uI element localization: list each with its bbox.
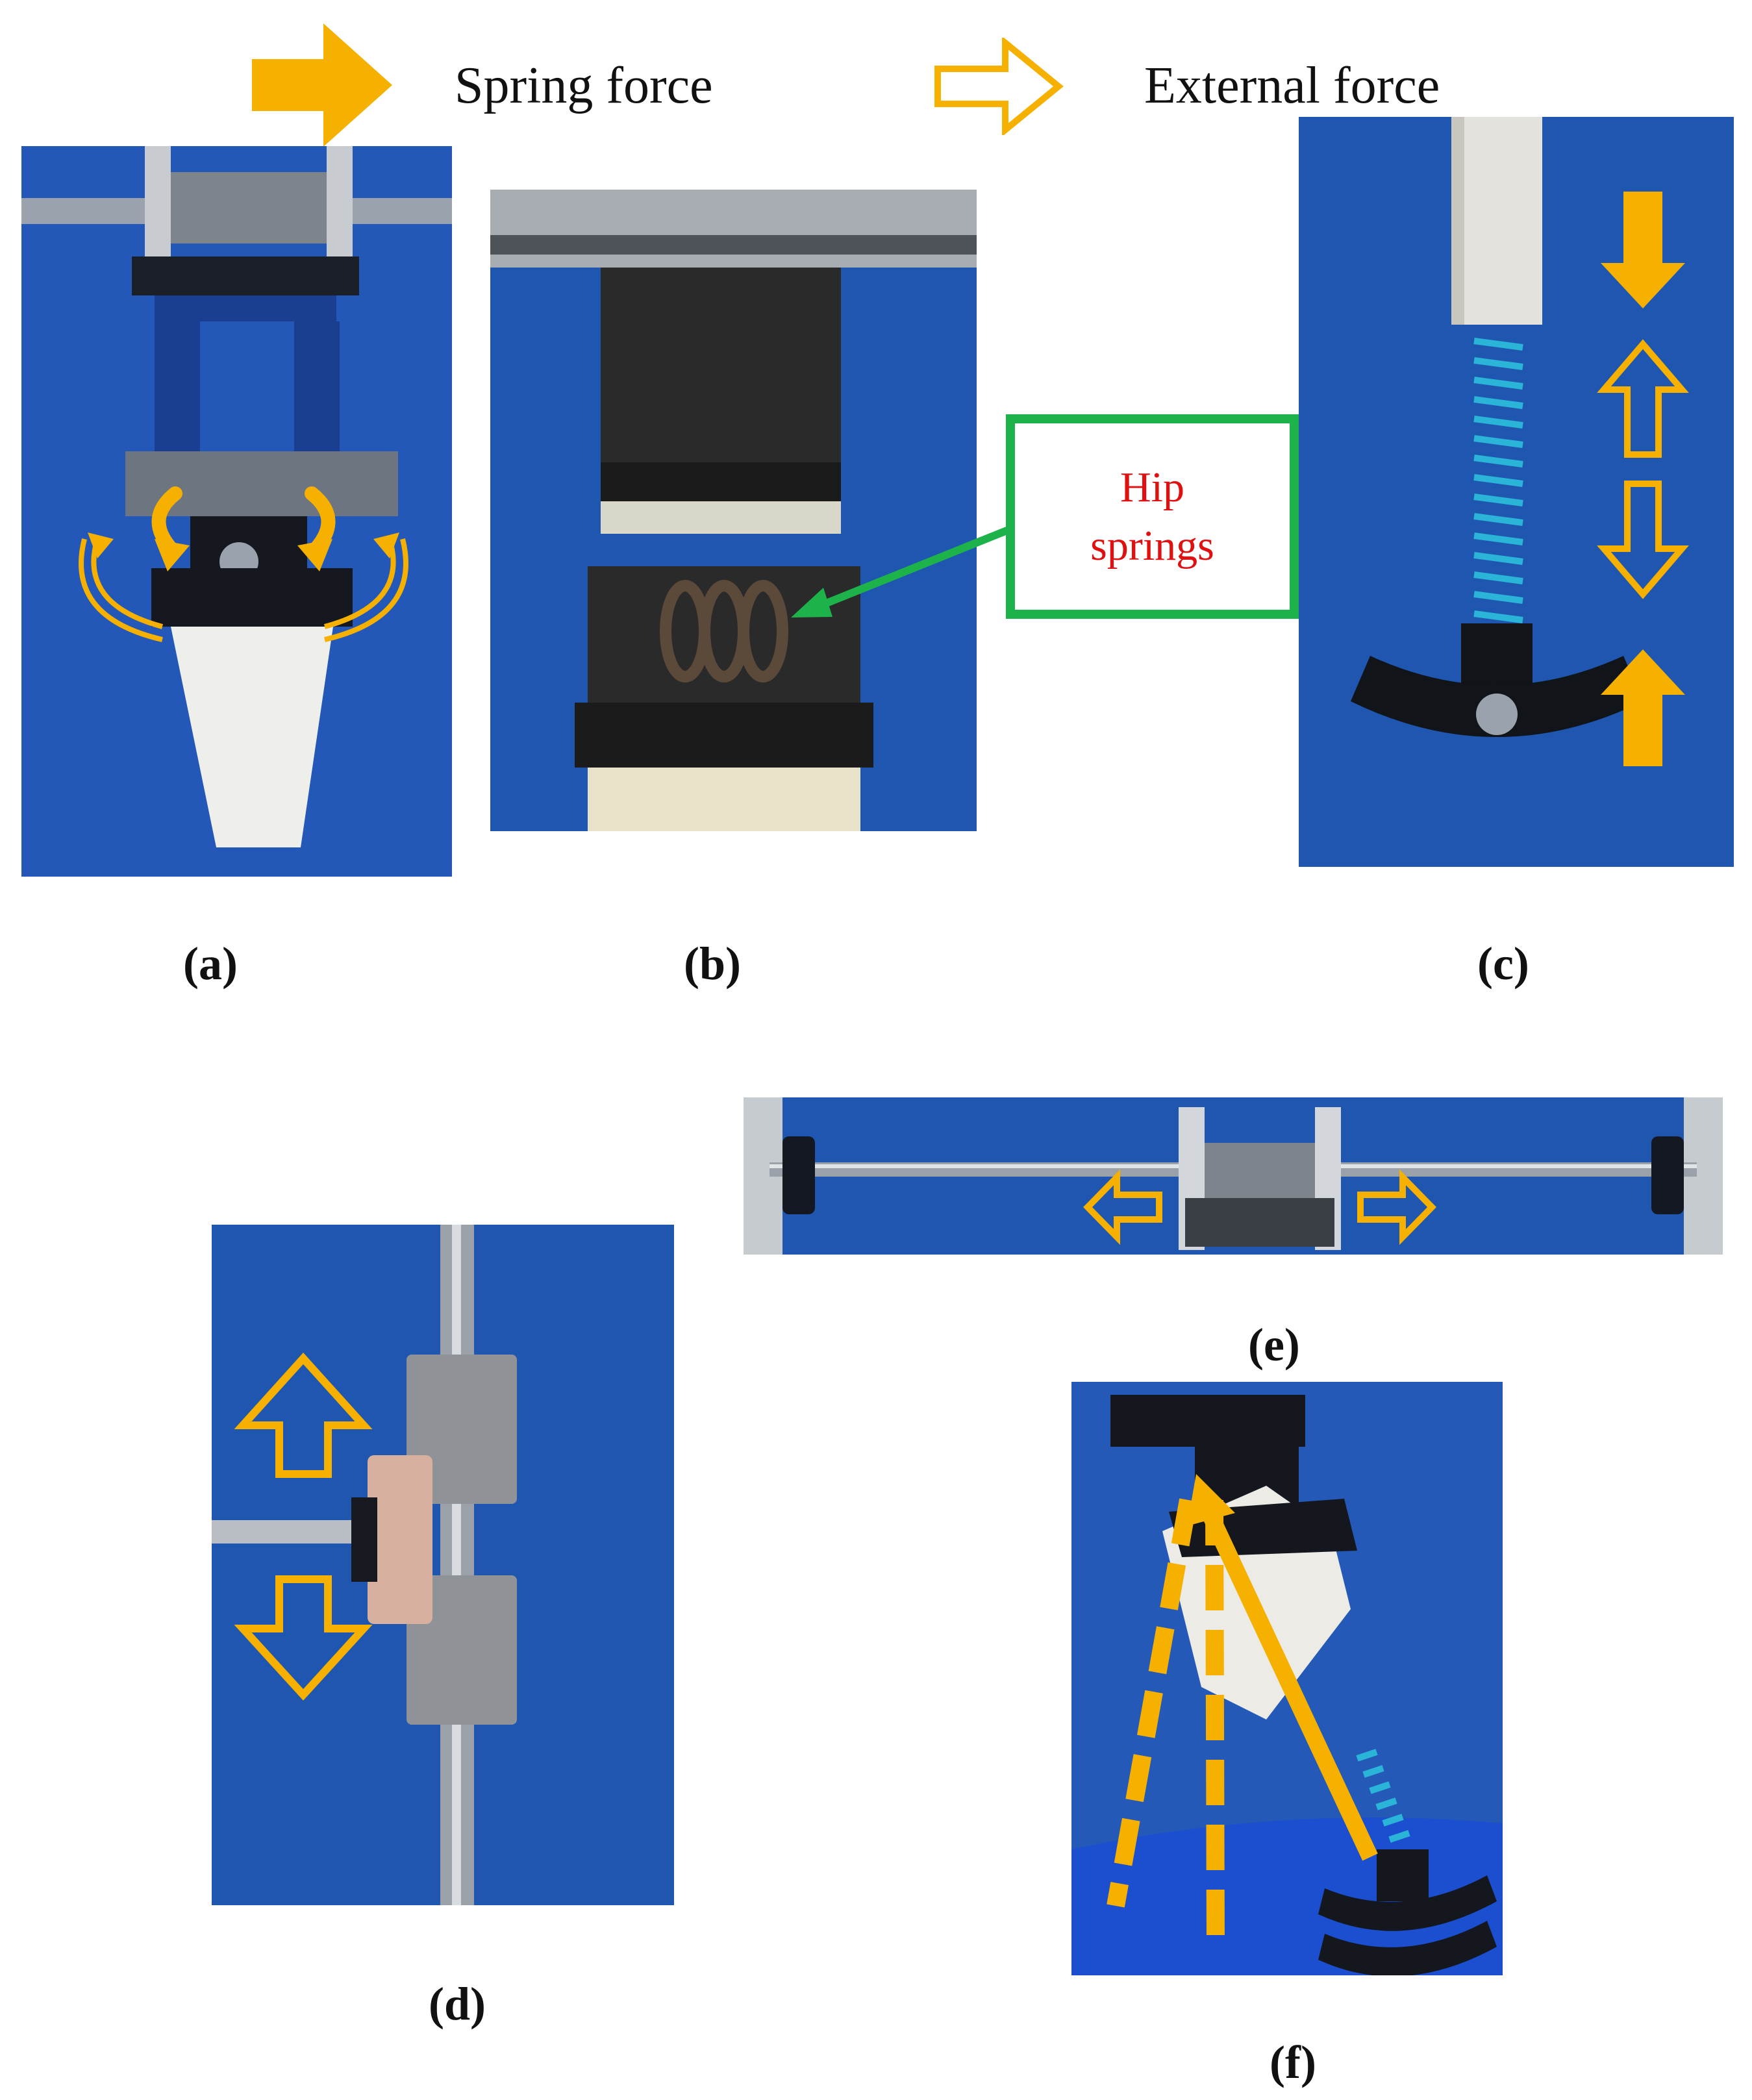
- panel-c-photo: [1299, 117, 1734, 867]
- panel-a-caption: (a): [183, 938, 238, 990]
- external-force-label: External force: [1144, 57, 1440, 114]
- panel-d-photo: [212, 1225, 674, 1905]
- panel-b-photo: [490, 190, 977, 831]
- hip-springs-label: Hip springs: [1090, 464, 1214, 569]
- panel-f-photo: [1071, 1382, 1503, 1975]
- panel-a-photo: [21, 146, 452, 877]
- panel-d-caption: (d): [429, 1978, 486, 2030]
- panel-f-caption: (f): [1270, 2036, 1316, 2088]
- external-force-arrow-icon: [934, 38, 1064, 135]
- panel-b-caption: (b): [684, 938, 741, 990]
- panel-e-caption: (e): [1248, 1319, 1300, 1371]
- hip-springs-callout: Hip springs: [1006, 414, 1299, 619]
- spring-force-label: Spring force: [455, 57, 713, 114]
- spring-force-arrow-icon: [252, 23, 392, 147]
- panel-e-photo: [744, 1097, 1723, 1255]
- panel-c-caption: (c): [1477, 938, 1529, 990]
